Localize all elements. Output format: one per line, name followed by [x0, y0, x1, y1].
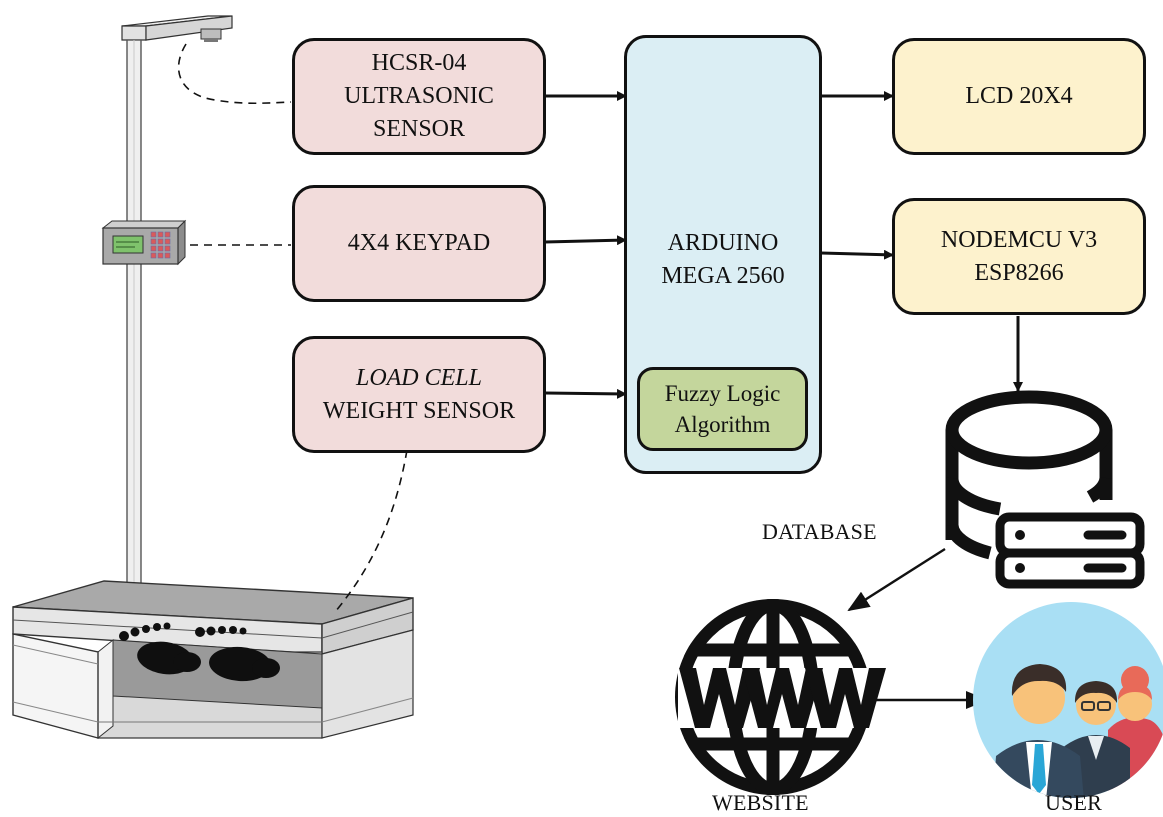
arrow-arduino-to-nodemcu [820, 249, 894, 260]
arduino-line2: MEGA 2560 [661, 263, 785, 289]
ultrasonic-sensor-block: HCSR-04 ULTRASONIC SENSOR [292, 38, 546, 155]
fuzzy-line1: Fuzzy Logic [664, 381, 781, 406]
user-group-icon [973, 602, 1163, 798]
ultrasonic-line3: SENSOR [372, 116, 466, 142]
sensor-arm [121, 15, 233, 42]
weighing-platform [12, 580, 414, 740]
dashed-connectors [177, 43, 408, 613]
load-cell-block: LOAD CELL WEIGHT SENSOR [292, 336, 546, 453]
dashed-line-loadcell [334, 449, 408, 613]
fuzzy-line2: Algorithm [674, 412, 771, 437]
arrow-database-to-website [847, 547, 946, 612]
keypad-block: 4X4 KEYPAD [292, 185, 546, 302]
footprints-icon [119, 622, 280, 682]
height-pole [126, 39, 142, 593]
arrow-keypad-to-arduino [544, 235, 627, 246]
database-caption: DATABASE [762, 519, 877, 544]
flow-arrows [544, 91, 1023, 709]
load-cell-line2: WEIGHT SENSOR [322, 397, 516, 424]
user-caption: USER [1045, 790, 1103, 815]
www-globe-icon [675, 599, 886, 795]
dashed-line-ultrasonic [177, 43, 292, 105]
height-scale-illustration [12, 15, 414, 740]
database-icon [945, 390, 1145, 589]
arduino-line1: ARDUINO [667, 230, 779, 256]
lcd-block: LCD 20X4 [892, 38, 1146, 155]
nodemcu-line1: NODEMCU V3 [940, 226, 1098, 253]
ultrasonic-line1: HCSR-04 [371, 50, 467, 76]
lcd-label: LCD 20X4 [965, 83, 1073, 109]
fuzzy-logic-block: Fuzzy Logic Algorithm [637, 367, 808, 451]
ultrasonic-line2: ULTRASONIC [344, 83, 494, 109]
arrow-loadcell-to-fuzzy [544, 388, 627, 399]
load-cell-line1: LOAD CELL [355, 364, 483, 391]
keypad-module [101, 219, 187, 266]
keypad-label: 4X4 KEYPAD [347, 230, 491, 256]
website-caption: WEBSITE [712, 790, 809, 815]
nodemcu-block: NODEMCU V3 ESP8266 [892, 198, 1146, 315]
nodemcu-line2: ESP8266 [974, 259, 1064, 286]
